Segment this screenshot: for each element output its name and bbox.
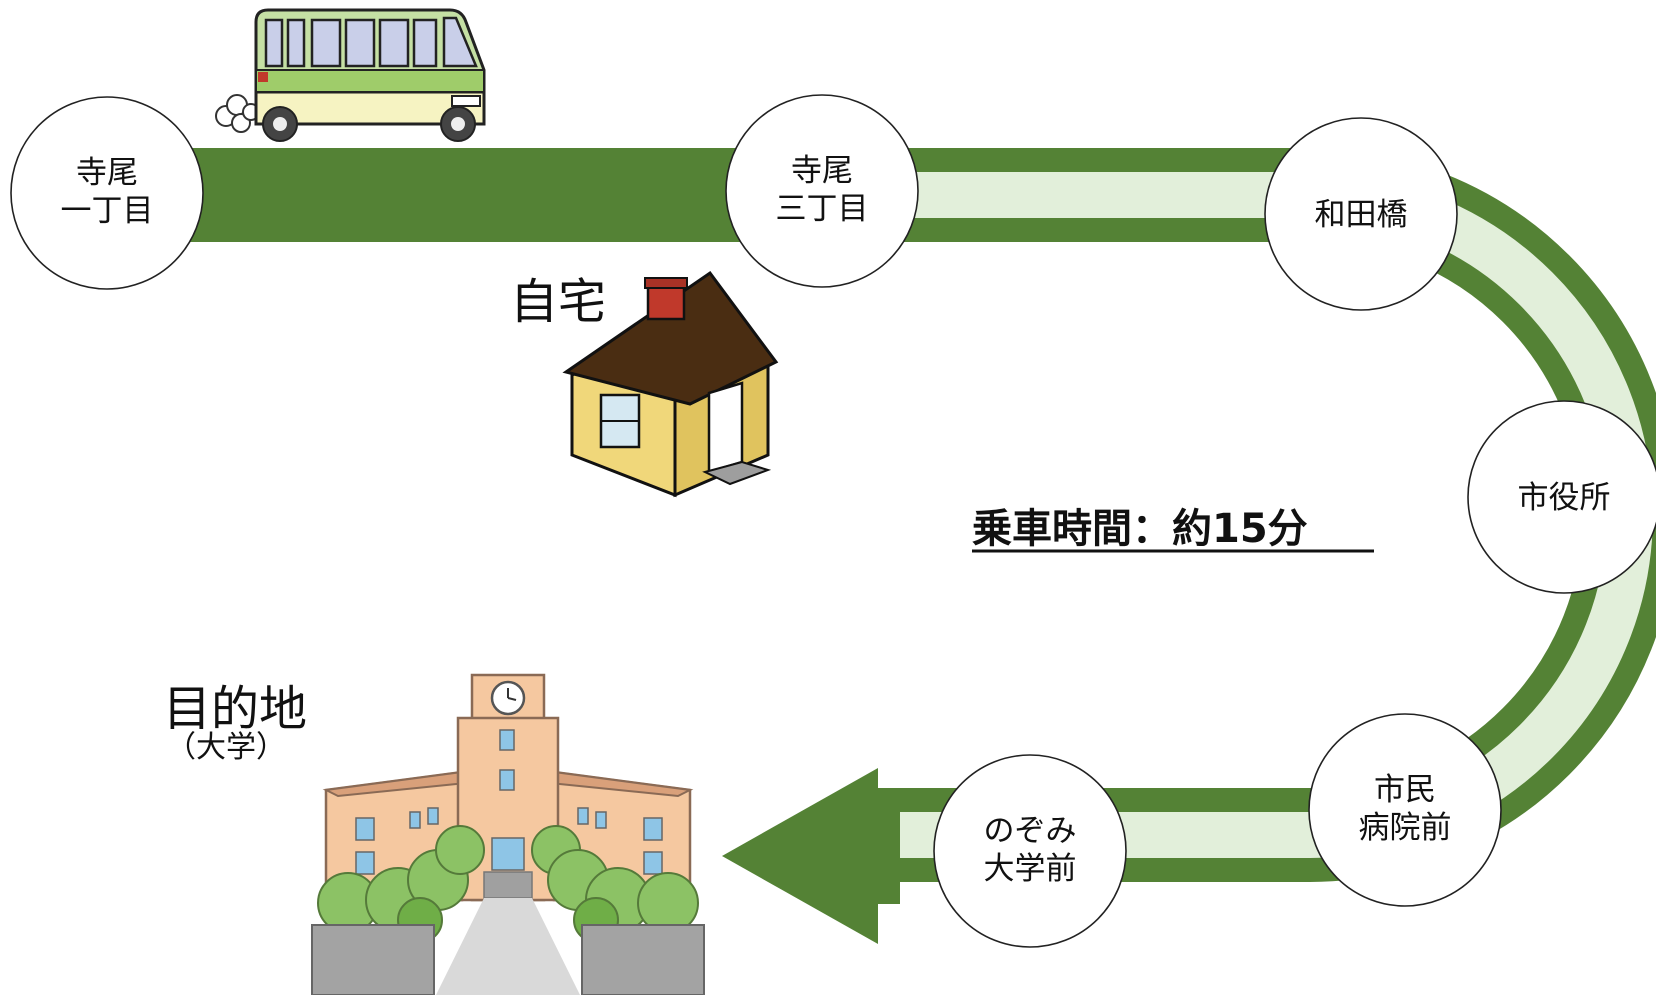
stop-wada: 和田橋	[1264, 117, 1458, 311]
destination-label: 目的地	[163, 681, 307, 737]
destination-sublabel: （大学）	[166, 730, 286, 765]
stop-tera3: 寺尾 三丁目	[725, 94, 919, 288]
stop-label: 市役所	[1518, 480, 1611, 516]
stop-tera1: 寺尾 一丁目	[10, 96, 204, 290]
university-icon	[311, 673, 705, 995]
stop-label: 和田橋	[1315, 197, 1408, 233]
stop-label: 市民	[1374, 772, 1436, 808]
stop-nozomi: のぞみ 大学前	[933, 754, 1127, 948]
stop-label: のぞみ	[984, 813, 1077, 849]
ride-time-label: 乗車時間：約15分	[972, 506, 1308, 552]
stop-label: 三丁目	[776, 191, 869, 227]
arrow-head-icon	[722, 768, 900, 944]
stop-label: 寺尾	[76, 155, 138, 191]
stop-label: 一丁目	[61, 193, 154, 229]
house-icon	[562, 270, 779, 498]
stop-shimin: 市民 病院前	[1308, 713, 1502, 907]
route-segment-walk-to-board	[150, 148, 770, 242]
home-label: 自宅	[510, 274, 606, 330]
stop-label: 大学前	[984, 851, 1077, 887]
stop-label: 病院前	[1359, 810, 1452, 846]
stop-label: 寺尾	[791, 153, 853, 189]
bus-icon	[215, 8, 486, 142]
stop-shiyakusho: 市役所	[1467, 400, 1656, 594]
